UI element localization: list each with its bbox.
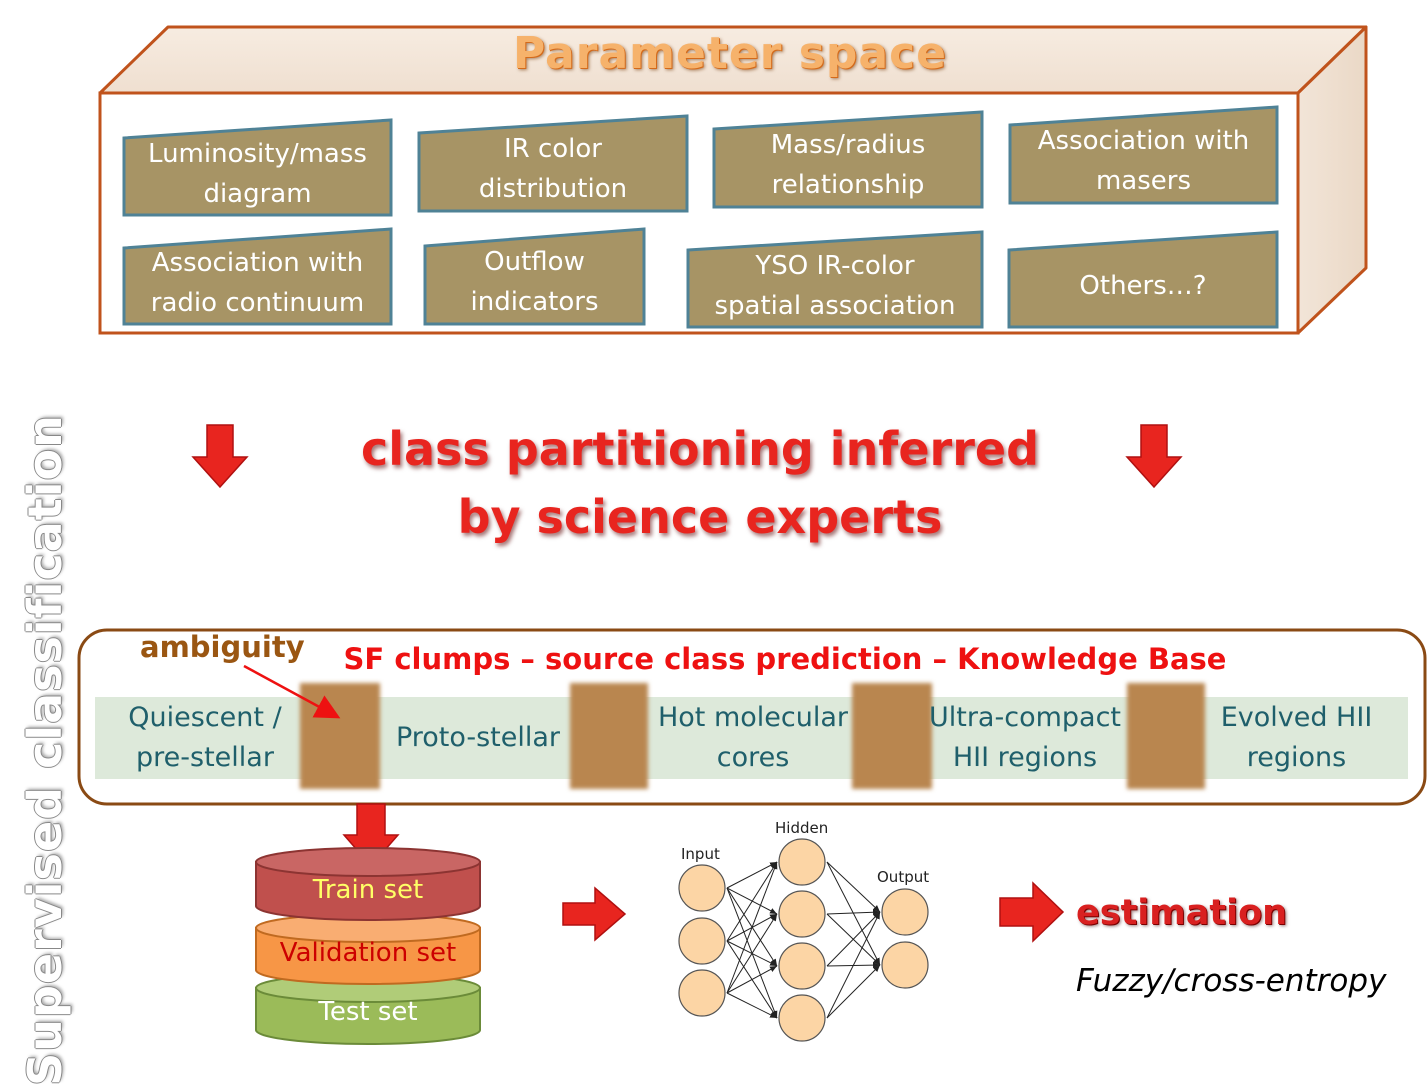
param-shape-6 <box>423 227 646 326</box>
input-node <box>678 969 726 1017</box>
network-nodes <box>678 838 929 1042</box>
partition-text-line2: by science experts <box>457 490 943 544</box>
train-set-cylinder <box>255 847 481 921</box>
hidden-node <box>778 890 826 938</box>
param-shape-8 <box>1007 230 1279 329</box>
estimation-label: estimation <box>1076 893 1288 933</box>
param-item-ir-color: IR color distribution <box>478 134 628 204</box>
validation-set-cylinder <box>255 913 481 985</box>
ambiguity-pointer <box>243 664 341 719</box>
arrow-right-to-network <box>562 886 627 942</box>
input-node <box>678 864 726 912</box>
output-node <box>881 941 929 989</box>
arrow-right-to-estimation <box>999 881 1065 943</box>
arrow-down-right <box>1125 424 1183 489</box>
class-evolved-hii: Evolved HII regions <box>1220 702 1373 773</box>
test-set-label: Test set <box>318 997 418 1027</box>
param-item-mass-radius: Mass/radius relationship <box>770 130 926 200</box>
output-node <box>881 888 929 936</box>
network-input-label: Input <box>681 845 720 863</box>
parameter-space-title: Parameter space <box>512 28 948 79</box>
arrow-down-left <box>191 424 249 489</box>
param-shape-4 <box>1008 105 1279 205</box>
param-item-yso-ir-color: YSO IR-color spatial association <box>714 250 956 321</box>
class-ultra-compact-hii: Ultra-compact HII regions <box>928 702 1122 773</box>
validation-set-label: Validation set <box>279 938 457 968</box>
network-output-label: Output <box>877 868 930 886</box>
partition-text-line1: class partitioning inferred <box>360 422 1040 476</box>
diagram-graphics <box>77 25 1427 1045</box>
network-edges <box>726 861 881 1019</box>
ambiguity-label: ambiguity <box>140 630 305 664</box>
param-shape-1 <box>122 118 393 217</box>
hidden-node <box>778 994 826 1042</box>
param-item-radio-continuum: Association with radio continuum <box>150 248 365 318</box>
param-shape-5 <box>122 227 393 326</box>
kb-title: SF clumps – source class prediction – Kn… <box>343 642 1227 676</box>
train-set-label: Train set <box>312 875 424 905</box>
param-shape-2 <box>417 114 689 213</box>
param-item-outflow: Outflow indicators <box>470 247 599 317</box>
param-item-others: Others…? <box>1079 270 1207 301</box>
hidden-node <box>778 838 826 886</box>
input-node <box>678 917 726 965</box>
param-box-shapes <box>122 105 1279 329</box>
param-shape-7 <box>686 230 984 329</box>
param-shape-3 <box>712 110 984 209</box>
param-item-luminosity-mass: Luminosity/mass diagram <box>148 138 367 209</box>
param-item-masers: Association with masers <box>1037 126 1250 196</box>
class-quiescent: Quiescent / pre-stellar <box>128 702 282 773</box>
network-hidden-label: Hidden <box>775 819 829 837</box>
loss-function-label: Fuzzy/cross-entropy <box>1076 963 1387 999</box>
class-hot-molecular-cores: Hot molecular cores <box>657 702 849 773</box>
hidden-node <box>778 942 826 990</box>
class-proto-stellar: Proto-stellar <box>395 722 561 753</box>
